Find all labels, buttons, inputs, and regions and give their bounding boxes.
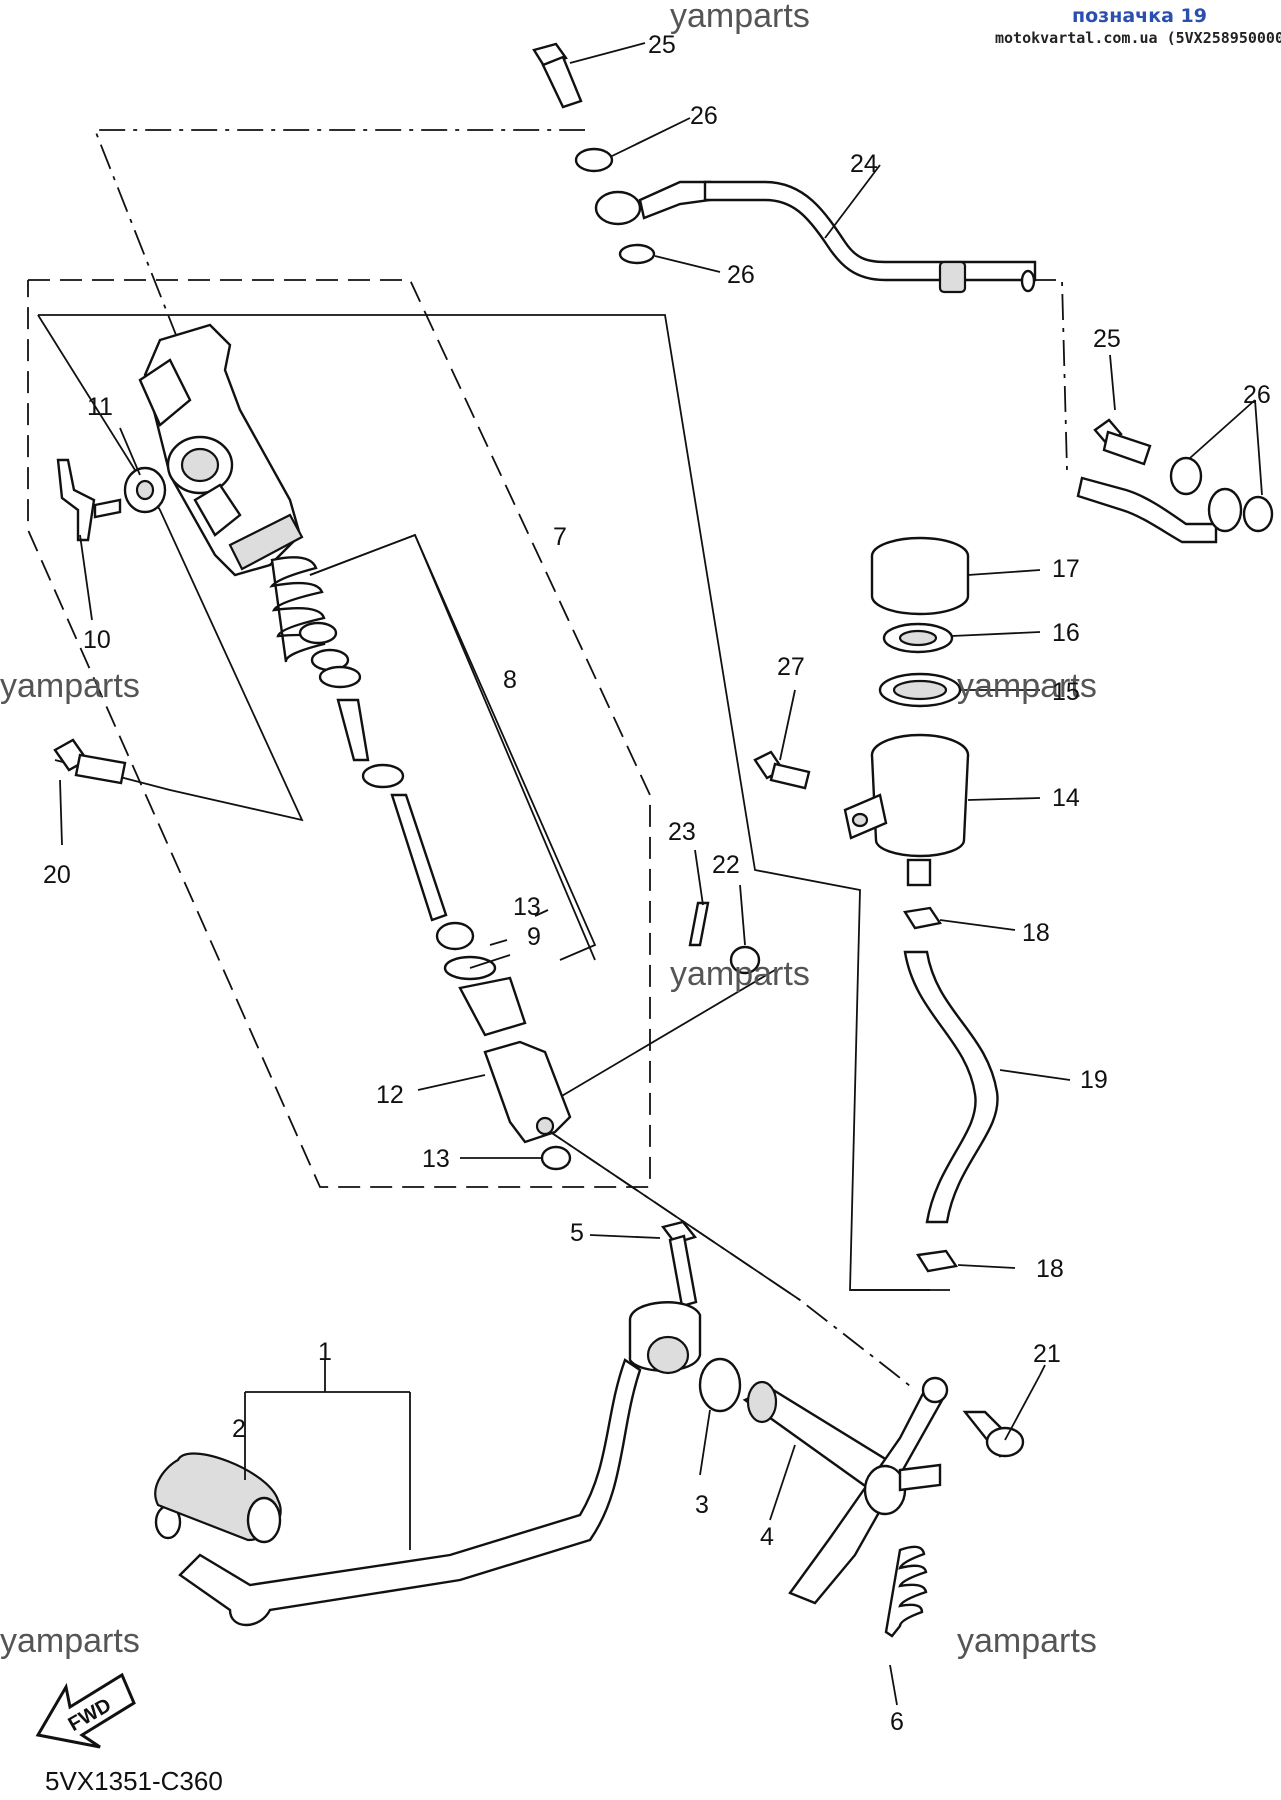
nut-13-lower xyxy=(540,1145,572,1171)
bolt-5 xyxy=(660,1220,698,1308)
callout-3: 3 xyxy=(695,1491,709,1519)
watermark-right-upper: yamparts xyxy=(957,667,1097,705)
callout-27: 27 xyxy=(777,653,805,681)
pin-21 xyxy=(962,1410,1025,1458)
watermark-center: yamparts xyxy=(670,955,810,993)
callout-19: 19 xyxy=(1080,1066,1108,1094)
callout-18-upper: 18 xyxy=(1022,919,1050,947)
reference-source: motokvartal.com.ua (5VX258950000) xyxy=(995,29,1281,47)
callout-13-lower: 13 xyxy=(422,1145,450,1173)
spring-seat-8 xyxy=(298,621,338,645)
callout-7: 7 xyxy=(553,523,567,551)
spring-6 xyxy=(884,1545,928,1638)
piston-8 xyxy=(336,698,370,762)
callout-16: 16 xyxy=(1052,619,1080,647)
reservoir-cap-17 xyxy=(870,536,970,616)
bolt-20 xyxy=(53,738,127,785)
callout-26-top-b: 26 xyxy=(727,261,755,289)
callout-2: 2 xyxy=(232,1415,246,1443)
callout-26-right: 26 xyxy=(1243,381,1271,409)
callout-18-lower: 18 xyxy=(1036,1255,1064,1283)
diagram-code: 5VX1351-C360 xyxy=(45,1766,223,1796)
hose-end-24 xyxy=(938,260,967,294)
callout-24: 24 xyxy=(850,150,878,178)
callout-25-top: 25 xyxy=(648,31,676,59)
callout-26-top-a: 26 xyxy=(690,102,718,130)
bolt-25-right xyxy=(1093,418,1152,466)
callout-10: 10 xyxy=(83,626,111,654)
brake-arm xyxy=(788,1376,949,1605)
callout-15: 15 xyxy=(1052,678,1080,706)
clevis-12 xyxy=(483,1040,572,1144)
watermark-left-upper: yamparts xyxy=(0,667,140,705)
callout-5: 5 xyxy=(570,1219,584,1247)
callout-4: 4 xyxy=(760,1523,774,1551)
washer-26-top-b xyxy=(618,243,656,265)
clip-18-lower xyxy=(916,1249,959,1273)
push-rod-8 xyxy=(390,793,448,922)
watermark-top: yamparts xyxy=(670,0,810,35)
clip-18-upper xyxy=(903,906,942,930)
washer-26-right-b xyxy=(1242,495,1274,533)
boot-8 xyxy=(458,976,527,1037)
reservoir-14 xyxy=(843,733,970,887)
hose-end-fitting-right xyxy=(1076,476,1243,544)
leader-lines xyxy=(59,42,1263,1706)
callout-20: 20 xyxy=(43,861,71,889)
brake-pedal-1 xyxy=(154,1301,702,1627)
callout-9: 9 xyxy=(527,923,541,951)
washer-26-top-a xyxy=(574,147,614,173)
fwd-arrow-icon xyxy=(35,1672,136,1749)
bolt-27 xyxy=(753,750,811,790)
callout-22: 22 xyxy=(712,851,740,879)
plate-15 xyxy=(878,672,962,708)
bolt-25-top xyxy=(532,42,583,109)
plug-11 xyxy=(123,466,167,514)
cup-8-b xyxy=(318,665,362,689)
callout-14: 14 xyxy=(1052,784,1080,812)
hose-19 xyxy=(903,950,999,1224)
callout-8: 8 xyxy=(503,666,517,694)
watermark-left-lower: yamparts xyxy=(0,1622,140,1660)
cup-8-c xyxy=(361,763,405,789)
washer-22 xyxy=(729,945,761,975)
callout-17: 17 xyxy=(1052,555,1080,583)
watermark-right-lower: yamparts xyxy=(957,1622,1097,1660)
nut-13-upper xyxy=(435,921,475,951)
callout-23: 23 xyxy=(668,818,696,846)
reference-title: позначка 19 xyxy=(1072,5,1207,27)
reference-lines xyxy=(27,129,1068,1391)
washer-26-right-a xyxy=(1169,456,1203,496)
callout-6: 6 xyxy=(890,1708,904,1736)
shaft-4 xyxy=(742,1380,902,1495)
diaphragm-16 xyxy=(882,622,954,654)
washer-3 xyxy=(698,1357,742,1413)
callout-1: 1 xyxy=(318,1338,332,1366)
callout-21: 21 xyxy=(1033,1340,1061,1368)
footrest-rubber-2 xyxy=(154,1452,282,1544)
master-cylinder-body xyxy=(138,323,304,577)
callout-25-right: 25 xyxy=(1093,325,1121,353)
cotter-pin-23 xyxy=(688,901,710,947)
banjo-fitting-24 xyxy=(594,180,712,226)
callout-11: 11 xyxy=(87,393,113,421)
callout-13-upper: 13 xyxy=(513,893,541,921)
callout-12: 12 xyxy=(376,1081,404,1109)
hose-end-cap-24 xyxy=(1020,269,1036,293)
pin-10 xyxy=(56,458,122,542)
